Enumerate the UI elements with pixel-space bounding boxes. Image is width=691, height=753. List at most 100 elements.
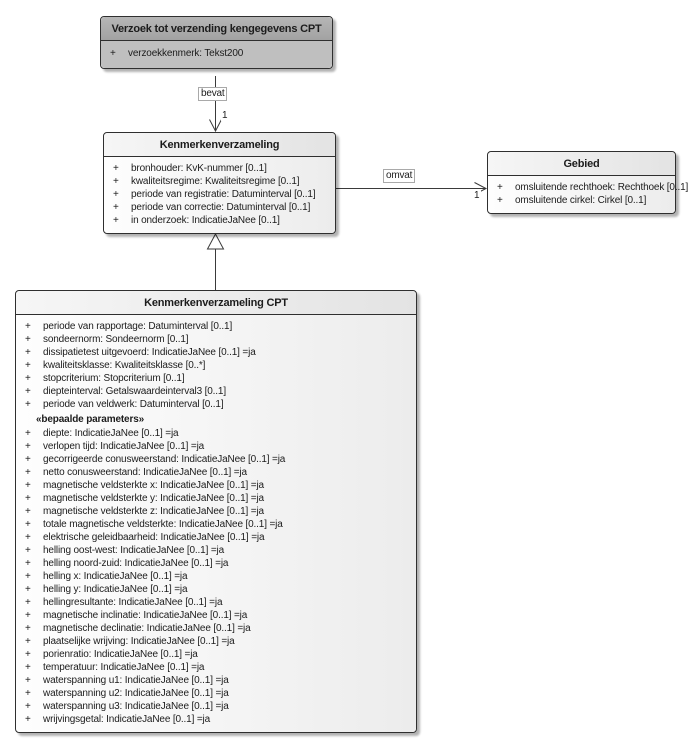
attribute-row: + gecorrigeerde conusweerstand: Indicatie… <box>16 453 416 466</box>
attribute-row: +magnetische inclinatie: IndicatieJaNee … <box>16 609 416 622</box>
attribute-row: +helling noord-zuid: IndicatieJaNee [0..… <box>16 557 416 570</box>
attribute-row: +totale magnetische veldsterkte: Indicat… <box>16 518 416 531</box>
class-box-verzoek-tot-verzending-kengegevens-cpt: Verzoek tot verzending kengegevens CPT +… <box>100 16 333 69</box>
visibility-plus: + <box>113 189 119 200</box>
attribute-row: + kwaliteitsregime: Kwaliteitsregime [0..… <box>104 175 335 188</box>
attribute-text: magnetische veldsterkte y: IndicatieJaNe… <box>43 493 264 504</box>
association-label-omvat: omvat <box>383 169 416 183</box>
visibility-plus: + <box>25 493 31 504</box>
attribute-row: + periode van correctie: Datuminterval [0… <box>104 201 335 214</box>
attribute-row: +helling y: IndicatieJaNee [0..1] =ja <box>16 583 416 596</box>
visibility-plus: + <box>25 558 31 569</box>
visibility-plus: + <box>25 441 31 452</box>
class-title: Verzoek tot verzending kengegevens CPT <box>101 17 332 41</box>
attribute-text: magnetische veldsterkte z: IndicatieJaNe… <box>43 506 264 517</box>
attribute-row: + magnetische declinatie: IndicatieJaNee … <box>16 622 416 635</box>
class-title: Kenmerkenverzameling CPT <box>16 291 416 315</box>
attribute-text: netto conusweerstand: IndicatieJaNee [0.… <box>43 467 247 478</box>
visibility-plus: + <box>25 454 31 465</box>
attribute-text: omsluitende rechthoek: Rechthoek [0..1] <box>515 182 689 193</box>
class-title: Gebied <box>488 152 675 176</box>
visibility-plus: + <box>25 334 31 345</box>
attribute-text: magnetische declinatie: IndicatieJaNee [… <box>43 623 251 634</box>
multiplicity-omvat: 1 <box>473 190 481 201</box>
attribute-row: + sondeernorm: Sondeernorm [0..1] <box>16 333 416 346</box>
visibility-plus: + <box>25 597 31 608</box>
visibility-plus: + <box>25 714 31 725</box>
attribute-text: omsluitende cirkel: Cirkel [0..1] <box>515 195 647 206</box>
attribute-row: +diepte: IndicatieJaNee [0..1] =ja <box>16 427 416 440</box>
class-box-gebied: Gebied + omsluitende rechthoek: Rechthoek… <box>487 151 688 214</box>
attribute-row: + wrijvingsgetal: IndicatieJaNee [0..1] =… <box>16 713 416 726</box>
attribute-text: magnetische veldsterkte x: IndicatieJaNe… <box>43 480 264 491</box>
visibility-plus: + <box>25 701 31 712</box>
attribute-text: gecorrigeerde conusweerstand: IndicatieJ… <box>43 454 286 465</box>
visibility-plus: + <box>497 195 503 206</box>
attribute-text: waterspanning u3: IndicatieJaNee [0..1] … <box>43 701 229 712</box>
attribute-compartment: +verzoekkenmerk: Tekst200 <box>101 41 332 68</box>
class-title: Kenmerkenverzameling <box>104 133 335 157</box>
attribute-text: plaatselijke wrijving: IndicatieJaNee [0… <box>43 636 235 647</box>
class-box-kenmerkenverzameling: Kenmerkenverzameling +bronhouder: KvK-nu… <box>103 132 336 234</box>
attribute-text: helling oost-west: IndicatieJaNee [0..1]… <box>43 545 225 556</box>
visibility-plus: + <box>25 610 31 621</box>
attribute-text: sondeernorm: Sondeernorm [0..1] <box>43 334 189 345</box>
attribute-row: + waterspanning u3: IndicatieJaNee [0..1]… <box>16 700 416 713</box>
attribute-text: verlopen tijd: IndicatieJaNee [0..1] =ja <box>43 441 205 452</box>
attribute-text: kwaliteitsregime: Kwaliteitsregime [0..1… <box>131 176 300 187</box>
attribute-text: hellingresultante: IndicatieJaNee [0..1]… <box>43 597 223 608</box>
attribute-row: +periode van veldwerk: Datuminterval [0.… <box>16 398 416 411</box>
visibility-plus: + <box>113 176 119 187</box>
attribute-row: + periode van registratie: Datuminterval … <box>104 188 335 201</box>
visibility-plus: + <box>25 636 31 647</box>
attribute-row: + magnetische veldsterkte y: IndicatieJaN… <box>16 492 416 505</box>
stereotype-label: «bepaalde parameters» <box>36 414 145 425</box>
attribute-text: in onderzoek: IndicatieJaNee [0..1] <box>131 215 280 226</box>
attribute-text: elektrische geleidbaarheid: IndicatieJaN… <box>43 532 265 543</box>
attribute-text: wrijvingsgetal: IndicatieJaNee [0..1] =j… <box>43 714 210 725</box>
open-arrowhead-down-icon <box>209 119 222 133</box>
visibility-plus: + <box>25 467 31 478</box>
attribute-row: + porienratio: IndicatieJaNee [0..1] =ja <box>16 648 416 661</box>
visibility-plus: + <box>25 480 31 491</box>
generalization-arrow <box>206 232 225 290</box>
attribute-row: + periode van rapportage: Datuminterval [… <box>16 320 416 333</box>
attribute-row: +magnetische veldsterkte z: IndicatieJaN… <box>16 505 416 518</box>
visibility-plus: + <box>25 532 31 543</box>
visibility-plus: + <box>25 571 31 582</box>
attribute-row: + omsluitende rechthoek: Rechthoek [0..1] <box>488 181 688 194</box>
class-box-kenmerkenverzameling-cpt: Kenmerkenverzameling CPT + periode van ra… <box>15 290 417 733</box>
attribute-row: +in onderzoek: IndicatieJaNee [0..1] <box>104 214 335 227</box>
attribute-row: +waterspanning u2: IndicatieJaNee [0..1]… <box>16 687 416 700</box>
attribute-text: periode van correctie: Datuminterval [0.… <box>131 202 311 213</box>
attribute-compartment: + omsluitende rechthoek: Rechthoek [0..1]… <box>488 176 688 213</box>
association-label-bevat: bevat <box>198 87 228 101</box>
attribute-text: porienratio: IndicatieJaNee [0..1] =ja <box>43 649 198 660</box>
attribute-row: + omsluitende cirkel: Cirkel [0..1] <box>488 194 675 207</box>
association-bevat <box>209 76 222 133</box>
attribute-row: +helling oost-west: IndicatieJaNee [0..1… <box>16 544 416 557</box>
visibility-plus: + <box>25 399 31 410</box>
visibility-plus: + <box>25 675 31 686</box>
attribute-text: bronhouder: KvK-nummer [0..1] <box>131 163 267 174</box>
visibility-plus: + <box>25 649 31 660</box>
attribute-text: diepte: IndicatieJaNee [0..1] =ja <box>43 428 179 439</box>
attribute-text: waterspanning u1: IndicatieJaNee [0..1] … <box>43 675 229 686</box>
visibility-plus: + <box>497 182 503 193</box>
attribute-row: +dissipatietest uitgevoerd: IndicatieJaN… <box>16 346 416 359</box>
attribute-text: stopcriterium: Stopcriterium [0..1] <box>43 373 185 384</box>
visibility-plus: + <box>25 321 31 332</box>
attribute-row: +helling x: IndicatieJaNee [0..1] =ja <box>16 570 416 583</box>
attribute-row: + verlopen tijd: IndicatieJaNee [0..1] =j… <box>16 440 416 453</box>
attribute-text: periode van registratie: Datuminterval [… <box>131 189 316 200</box>
visibility-plus: + <box>25 623 31 634</box>
attribute-row: +bronhouder: KvK-nummer [0..1] <box>104 162 335 175</box>
attribute-row: +diepteinterval: Getalswaardeinterval3 [… <box>16 385 416 398</box>
attribute-text: helling y: IndicatieJaNee [0..1] =ja <box>43 584 188 595</box>
attribute-text: periode van rapportage: Datuminterval [0… <box>43 321 233 332</box>
attribute-row: +temperatuur: IndicatieJaNee [0..1] =ja <box>16 661 416 674</box>
visibility-plus: + <box>25 662 31 673</box>
multiplicity-bevat: 1 <box>221 110 229 121</box>
visibility-plus: + <box>113 202 119 213</box>
